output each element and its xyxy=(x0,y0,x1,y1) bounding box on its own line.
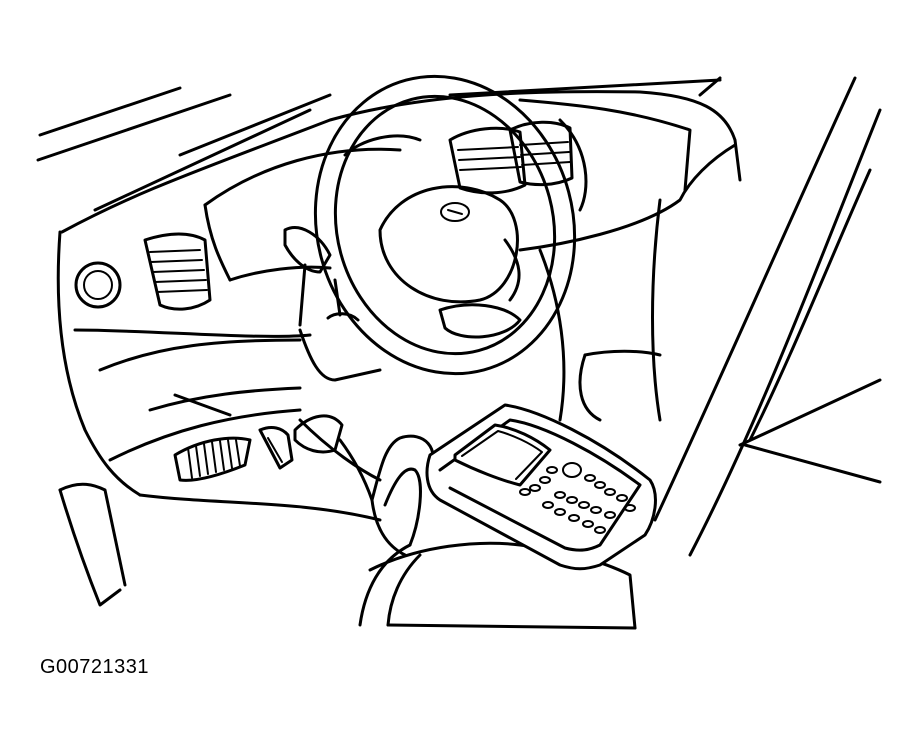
scan-tool xyxy=(425,403,657,571)
floor-panel xyxy=(58,418,382,607)
figure-id-label: G00721331 xyxy=(40,656,150,678)
center-air-vents xyxy=(448,120,574,195)
left-air-vent xyxy=(143,232,212,311)
scan-tool-connection-illustration xyxy=(36,74,882,630)
dashboard xyxy=(56,90,742,497)
steering-wheel xyxy=(313,74,577,376)
scan-tool-cable xyxy=(358,434,435,627)
diagnostic-connector xyxy=(293,414,374,502)
stalk-lever xyxy=(283,226,360,322)
scan-tool-keypad xyxy=(519,462,636,534)
pedals xyxy=(173,426,294,482)
windshield-frame xyxy=(36,76,722,212)
door-pillar xyxy=(653,76,882,557)
dash-knob xyxy=(74,261,122,309)
